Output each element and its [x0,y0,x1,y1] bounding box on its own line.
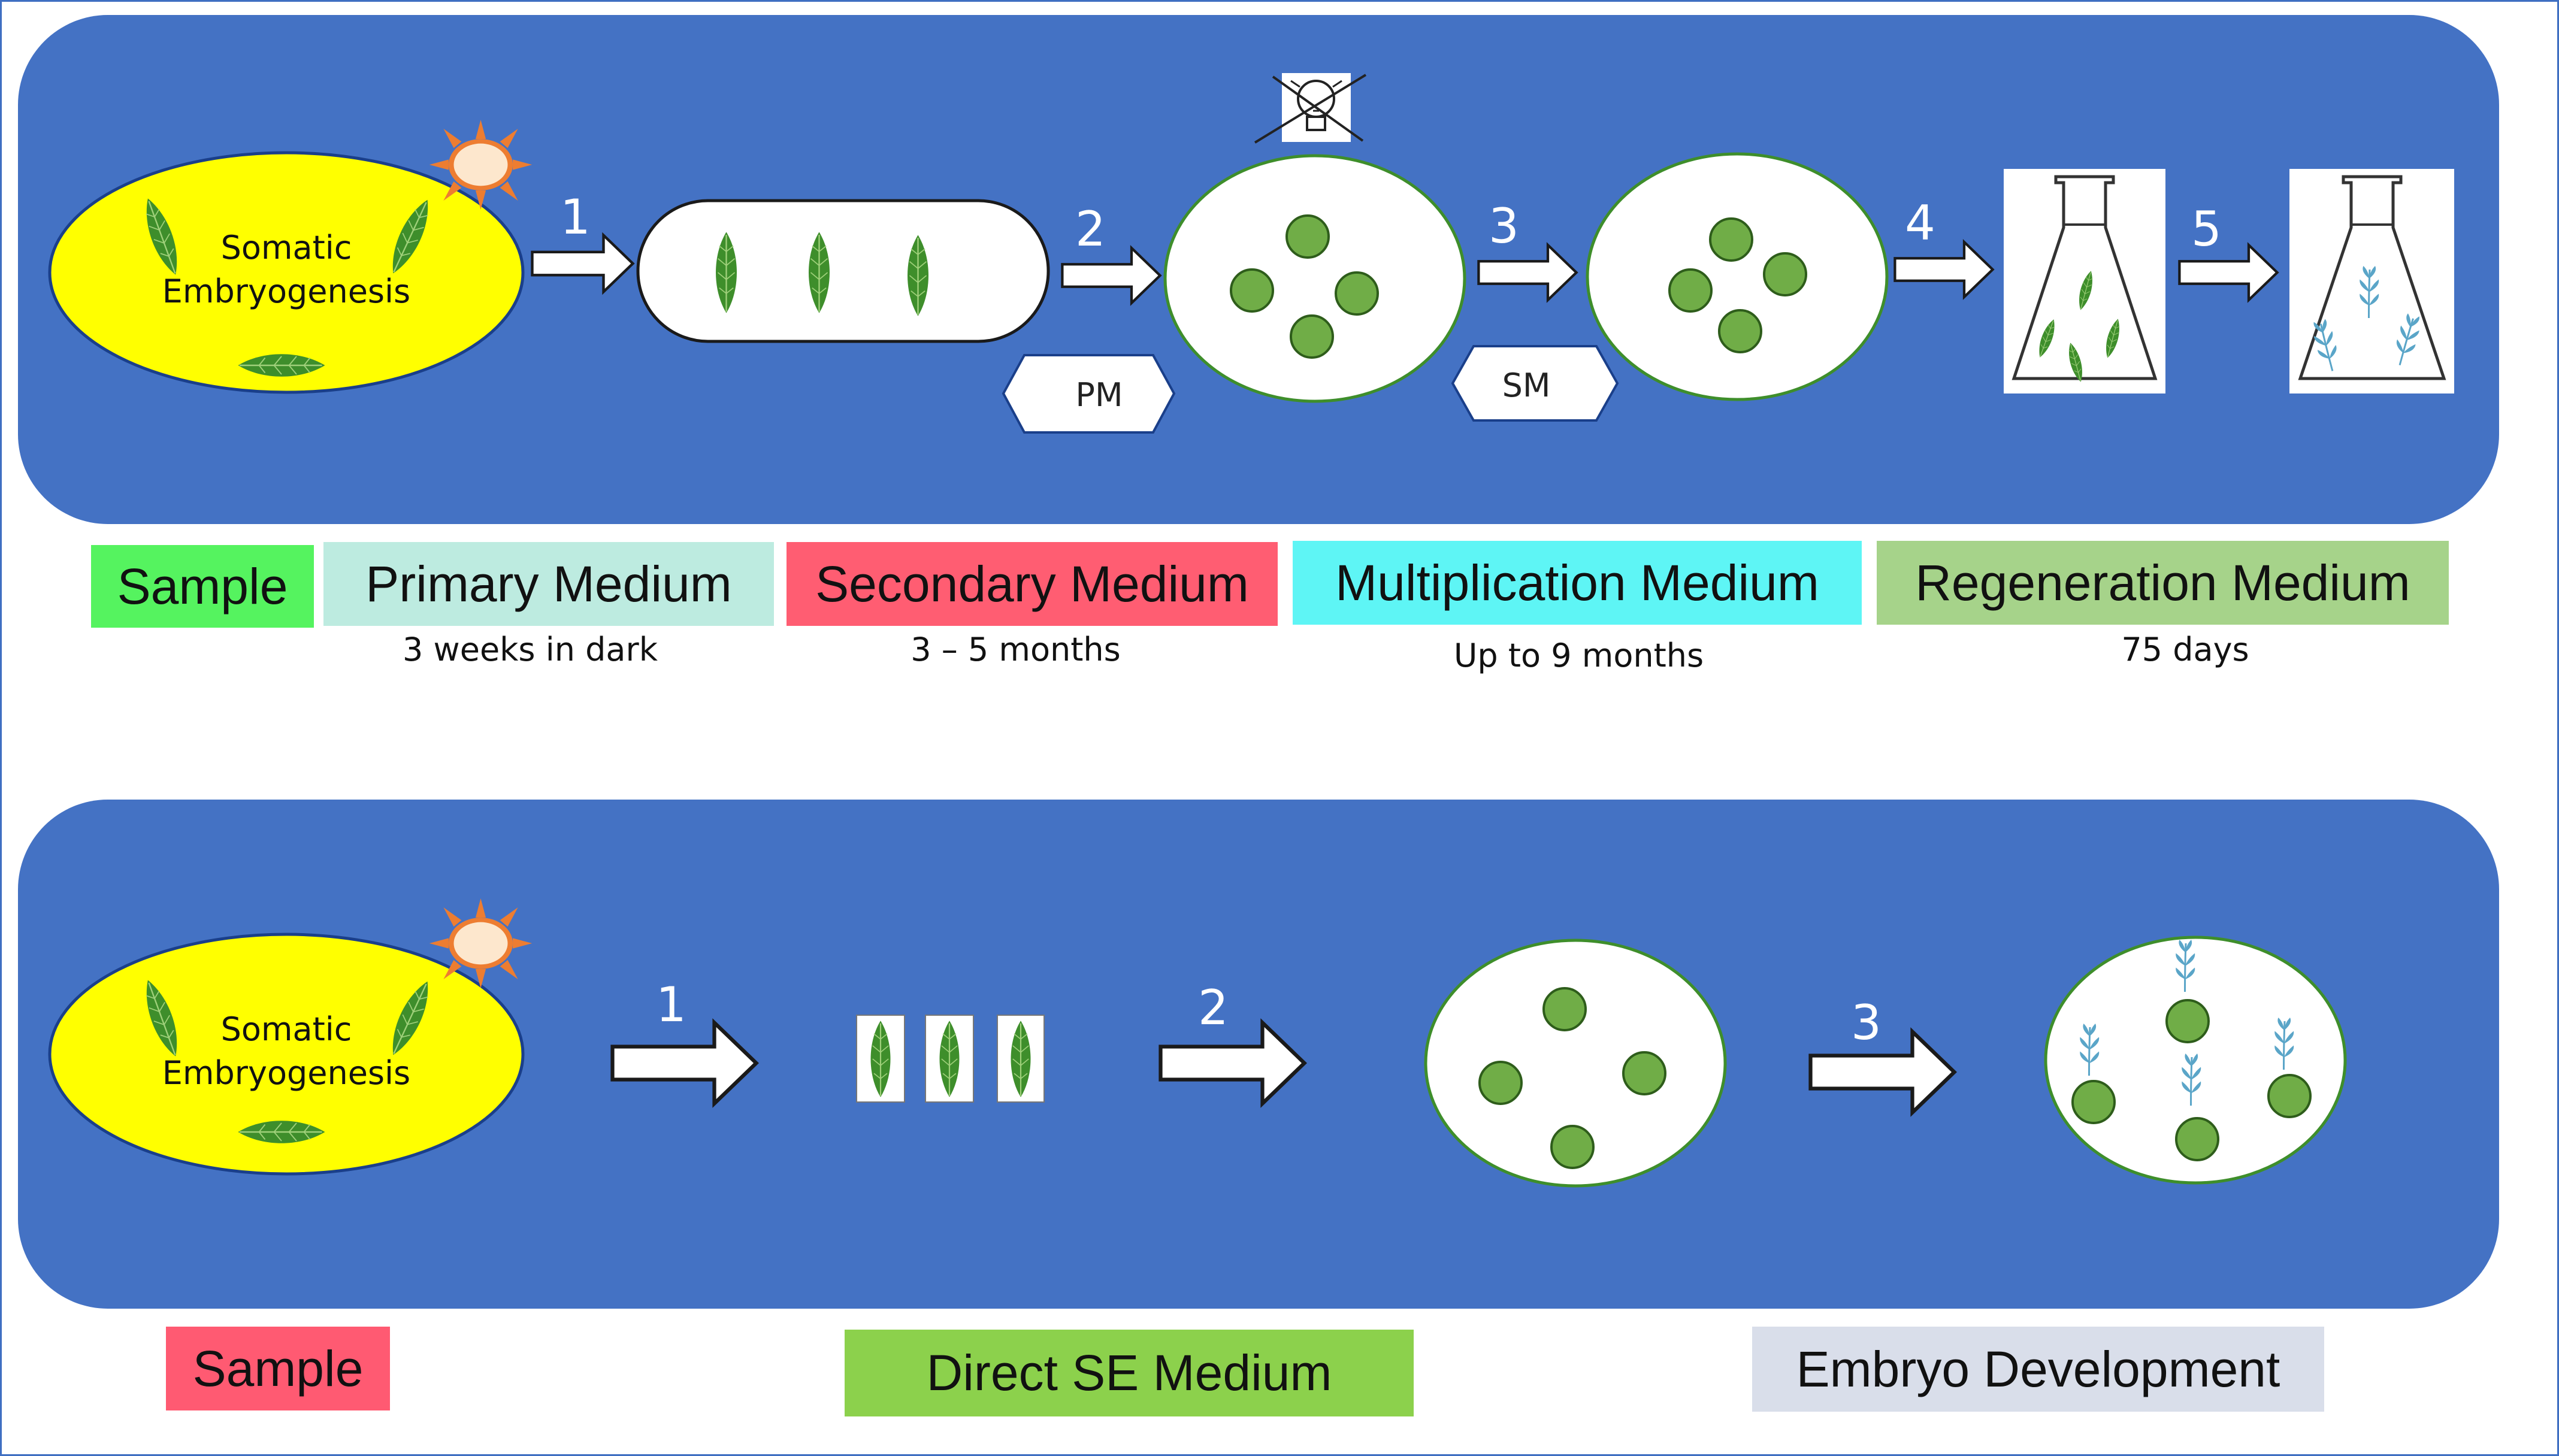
step-number: 4 [1905,195,1935,251]
embryo-icon [1550,1125,1595,1169]
pm-hexagon [1002,354,1176,434]
flask-icon [2289,169,2454,393]
direct-se-dish [1424,939,1727,1188]
embryo-icon [1542,987,1587,1031]
primary-dish [636,199,1050,343]
label-primary-medium: Primary Medium [323,542,774,626]
embryo-icon [2267,1074,2312,1118]
leaf-explants [856,1015,1045,1103]
ellipse-title-line2: Embryogenesis [162,1054,410,1092]
step-number: 1 [560,189,591,245]
embryo-icon [1718,309,1762,353]
embryo-icon [1709,217,1753,262]
embryo-icon [1622,1051,1666,1095]
embryo-icon [1478,1061,1523,1105]
embryo-icon [1285,214,1330,259]
embryo-icon [1335,271,1379,316]
multiplication-dish [1586,152,1889,401]
label-regeneration-sub: 75 days [2121,631,2249,668]
label-regeneration-medium: Regeneration Medium [1877,541,2449,625]
step-number: 3 [1489,198,1519,254]
label-secondary-sub: 3 – 5 months [911,631,1121,668]
somatic-embryogenesis-ellipse [48,151,525,394]
sm-label: SM [1502,367,1551,404]
embryo-icon [2175,1117,2219,1161]
step-number: 2 [1075,201,1106,257]
pm-label: PM [1075,376,1123,414]
embryo-icon [1290,314,1334,359]
label-primary-sub: 3 weeks in dark [403,631,658,668]
secondary-dish [1163,154,1466,403]
step-number: 1 [656,977,686,1033]
sm-hexagon [1451,345,1619,422]
label-sample-top: Sample [91,545,314,628]
label-direct-se-medium: Direct SE Medium [845,1330,1414,1416]
label-multiplication-medium: Multiplication Medium [1293,541,1862,625]
crossed-lightbulb-icon [1254,73,1367,144]
step-number: 2 [1198,980,1229,1036]
label-secondary-medium: Secondary Medium [787,542,1278,626]
step-number: 5 [2191,201,2222,257]
ellipse-title-line1: Somatic [221,1010,352,1048]
label-embryo-development: Embryo Development [1752,1327,2324,1412]
embryo-icon [2165,999,2210,1043]
embryo-icon [2071,1080,2116,1124]
embryo-icon [1668,268,1713,313]
ellipse-title-line2: Embryogenesis [162,273,410,310]
label-sample-bottom: Sample [166,1327,390,1410]
embryo-icon [1763,252,1807,296]
somatic-embryogenesis-ellipse [48,933,525,1176]
flask-icon [2004,169,2165,393]
ellipse-title-line1: Somatic [221,229,352,267]
embryo-icon [1230,268,1274,313]
step-number: 3 [1851,995,1882,1051]
label-multiplication-sub: Up to 9 months [1453,637,1704,674]
